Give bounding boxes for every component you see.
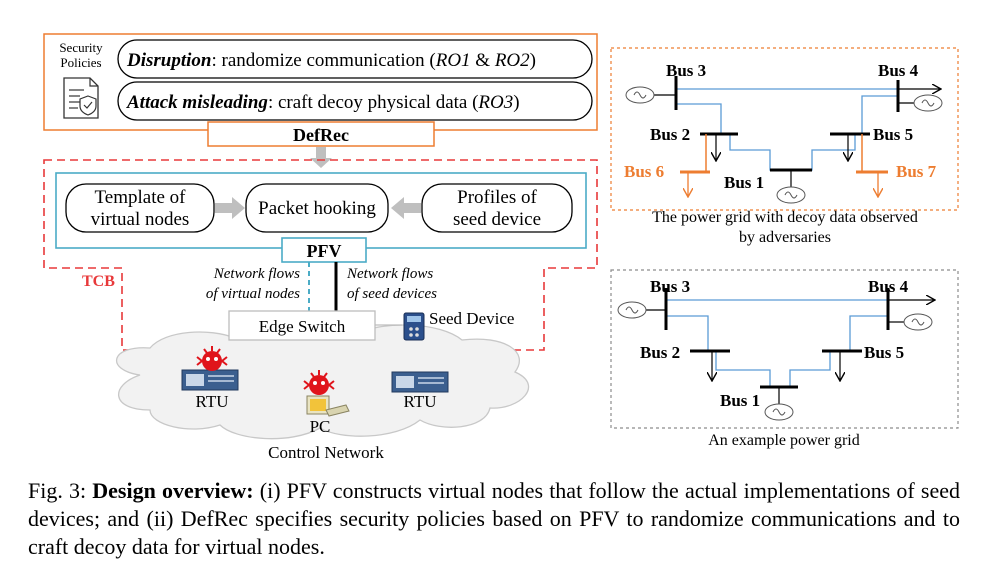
- rtu-right-label: RTU: [404, 392, 437, 411]
- policy-document-icon: [63, 77, 99, 119]
- packet-hooking-label: Packet hooking: [258, 198, 376, 219]
- rtu-left-icon: [181, 369, 239, 391]
- profiles-seed-device-box: [421, 183, 573, 233]
- rtu-right-icon: [391, 371, 449, 393]
- pfv-label: PFV: [307, 241, 342, 261]
- example-grid-box: [610, 269, 959, 429]
- attacker-virus-icon-pc: [303, 370, 335, 395]
- profiles-seed-device-label: Profiles of: [457, 187, 537, 208]
- decoy-grid-caption: The power grid with decoy data observed: [652, 209, 918, 226]
- virtual-flow-label: Network flows: [213, 266, 300, 282]
- seed-flow-label: Network flows: [346, 266, 433, 282]
- edge-switch-box: [228, 310, 376, 341]
- policy-attack-misleading-text: Attack misleading: craft decoy physical …: [126, 92, 520, 113]
- caption-prefix: Fig. 3:: [28, 478, 93, 503]
- virtual-flow-label-2: of virtual nodes: [206, 286, 300, 302]
- example-bus4-label: Bus 4: [868, 277, 909, 296]
- tcb-label: TCB: [82, 273, 115, 290]
- defrec-label-box: [207, 121, 435, 147]
- decoy-bus5-label: Bus 5: [873, 125, 913, 144]
- figure-caption: Fig. 3: Design overview: (i) PFV constru…: [28, 477, 960, 561]
- policy-disruption-box: [117, 39, 593, 79]
- decoy-bus6-label: Bus 6: [624, 162, 664, 181]
- policy-disruption-text: Disruption: randomize communication (RO1…: [126, 50, 536, 71]
- tcb-region: [43, 159, 598, 351]
- decoy-bus3-label: Bus 3: [666, 61, 706, 80]
- design-overview-figure: Security Policies Disruption: randomize …: [43, 33, 959, 462]
- profiles-seed-device-label-2: seed device: [453, 209, 541, 230]
- template-virtual-nodes-label: Template of: [95, 187, 187, 208]
- caption-bold: Design overview:: [92, 478, 254, 503]
- example-grid-caption: An example power grid: [708, 432, 860, 449]
- defrec-label: DefRec: [293, 125, 349, 145]
- seed-device-label: Seed Device: [429, 309, 514, 328]
- decoy-bus2-label: Bus 2: [650, 125, 690, 144]
- profiles-to-hooking-arrow: [391, 197, 421, 219]
- seed-device-icon: [403, 312, 425, 341]
- example-grid-diagram: [617, 288, 934, 421]
- decoy-grid-caption-2: by adversaries: [739, 229, 831, 246]
- template-virtual-nodes-label-2: virtual nodes: [91, 209, 190, 230]
- decoy-bus7-label: Bus 7: [896, 162, 937, 181]
- security-policies-label: Security: [59, 40, 103, 55]
- pfv-label-box: [281, 237, 367, 263]
- template-virtual-nodes-box: [65, 183, 215, 233]
- pc-icon: [306, 395, 350, 417]
- attacker-virus-icon-left: [196, 346, 228, 371]
- decoy-bus4-label: Bus 4: [878, 61, 919, 80]
- example-bus1-label: Bus 1: [720, 391, 760, 410]
- pc-label: PC: [310, 417, 331, 436]
- edge-switch-label: Edge Switch: [259, 317, 346, 336]
- seed-flow-label-2: of seed devices: [347, 286, 437, 302]
- caption-text: (i) PFV constructs virtual nodes that fo…: [28, 478, 960, 559]
- template-to-hooking-arrow: [215, 197, 245, 219]
- example-bus5-label: Bus 5: [864, 343, 904, 362]
- example-bus2-label: Bus 2: [640, 343, 680, 362]
- defrec-to-pfv-arrow: [310, 147, 332, 168]
- control-network-label: Control Network: [268, 443, 384, 462]
- decoy-bus1-label: Bus 1: [724, 173, 764, 192]
- security-policies-label-2: Policies: [60, 55, 101, 70]
- packet-hooking-box: [245, 183, 389, 233]
- rtu-left-label: RTU: [196, 392, 229, 411]
- decoy-grid-diagram: [625, 76, 943, 204]
- example-bus3-label: Bus 3: [650, 277, 690, 296]
- policy-attack-misleading-box: [117, 81, 593, 121]
- decoy-grid-box: [610, 47, 959, 211]
